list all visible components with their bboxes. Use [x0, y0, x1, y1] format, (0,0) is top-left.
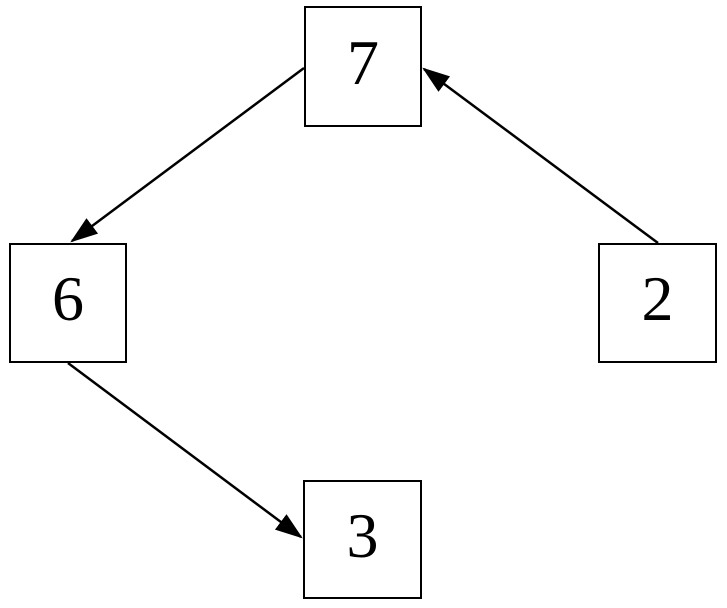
node-box-3: 3 [303, 480, 422, 599]
edge-6-to-3-arrow [67, 361, 303, 539]
node-label-3: 3 [346, 499, 379, 571]
node-box-2: 2 [598, 243, 717, 363]
edge-2-to-7-arrow [422, 67, 659, 245]
edge-7-to-6-arrow [70, 66, 305, 243]
node-box-6: 6 [9, 243, 127, 363]
node-box-7: 7 [304, 6, 422, 127]
node-label-6: 6 [52, 263, 84, 334]
node-label-7: 7 [347, 26, 379, 98]
node-label-2: 2 [641, 263, 674, 334]
